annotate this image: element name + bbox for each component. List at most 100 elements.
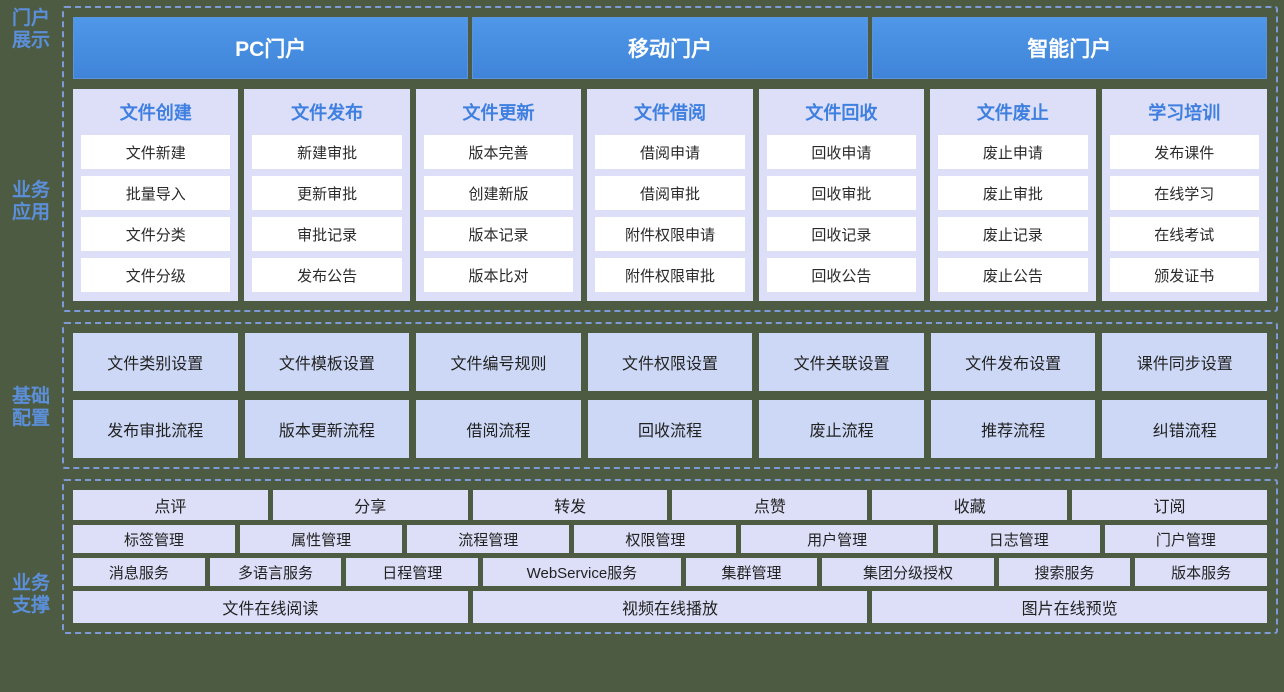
configuration-cell[interactable]: 版本更新流程 [244,400,410,458]
application-item[interactable]: 借阅审批 [595,176,745,210]
application-item[interactable]: 回收审批 [766,176,917,210]
support-cell[interactable]: 日志管理 [937,525,1100,553]
support-cell[interactable]: 消息服务 [73,558,205,586]
configuration-cell[interactable]: 文件编号规则 [416,333,581,391]
application-item[interactable]: 版本记录 [423,217,574,251]
application-item[interactable]: 借阅申请 [595,135,745,169]
support-cell[interactable]: 收藏 [872,490,1068,520]
rail-label-line: 配置 [11,408,50,430]
support-cell[interactable]: 门户管理 [1104,525,1267,553]
rail-label-line: 基础 [11,386,50,407]
configuration-cell[interactable]: 发布审批流程 [73,400,238,458]
section-rail: 门户展示业务应用基础配置业务支撑 [0,0,62,692]
configuration-cell[interactable]: 文件类别设置 [73,333,238,391]
support-cell[interactable]: 图片在线预览 [872,591,1268,623]
band-basic-configuration: 文件类别设置文件模板设置文件编号规则文件权限设置文件关联设置文件发布设置课件同步… [62,322,1278,469]
configuration-cell[interactable]: 借阅流程 [416,400,581,458]
applications-row: 文件创建文件新建批量导入文件分类文件分级文件发布新建审批更新审批审批记录发布公告… [73,89,1267,301]
configuration-cell[interactable]: 课件同步设置 [1102,333,1268,391]
rail-label-business-application: 业务应用 [0,180,62,225]
portal-cell[interactable]: 智能门户 [871,17,1267,79]
portal-cell[interactable]: 移动门户 [472,17,868,79]
application-item[interactable]: 批量导入 [81,176,231,210]
band-business-support: 点评分享转发点赞收藏订阅标签管理属性管理流程管理权限管理用户管理日志管理门户管理… [62,479,1278,634]
application-item[interactable]: 发布课件 [1109,135,1259,169]
configuration-cell[interactable]: 文件模板设置 [244,333,410,391]
rail-label-line: 支撑 [11,595,50,617]
application-item[interactable]: 在线学习 [1109,176,1259,210]
rail-label-portal-display: 门户展示 [0,8,62,53]
application-item[interactable]: 废止公告 [938,258,1088,292]
support-cell[interactable]: 转发 [472,490,668,520]
portal-cell[interactable]: PC门户 [73,17,469,79]
application-item[interactable]: 文件新建 [81,135,231,169]
application-item[interactable]: 更新审批 [252,176,402,210]
application-item[interactable]: 回收记录 [766,217,917,251]
configuration-cell[interactable]: 废止流程 [759,400,924,458]
configuration-grid: 文件类别设置文件模板设置文件编号规则文件权限设置文件关联设置文件发布设置课件同步… [73,333,1268,458]
support-cell[interactable]: 点赞 [672,490,868,520]
support-cell[interactable]: 集群管理 [685,558,818,586]
application-item[interactable]: 在线考试 [1109,217,1259,251]
rail-label-line: 门户 [11,8,50,29]
support-cell[interactable]: 属性管理 [240,525,403,553]
support-cell[interactable]: 集团分级授权 [822,558,994,586]
diagram-bands: PC门户移动门户智能门户 文件创建文件新建批量导入文件分类文件分级文件发布新建审… [62,0,1284,692]
application-item[interactable]: 废止记录 [938,217,1088,251]
support-cell[interactable]: 权限管理 [574,525,737,553]
support-cell[interactable]: 版本服务 [1135,558,1267,586]
application-item[interactable]: 附件权限申请 [595,217,745,251]
rail-label-business-support: 业务支撑 [0,573,62,618]
application-item[interactable]: 回收申请 [766,135,917,169]
application-item[interactable]: 新建审批 [252,135,402,169]
application-column-title: 文件废止 [976,103,1049,123]
rail-label-line: 展示 [11,30,50,52]
support-cell[interactable]: 文件在线阅读 [73,591,468,623]
application-item[interactable]: 废止审批 [938,176,1088,210]
application-item[interactable]: 发布公告 [252,258,402,292]
application-item[interactable]: 回收公告 [766,258,917,292]
configuration-cell[interactable]: 回收流程 [587,400,753,458]
application-column: 文件回收回收申请回收审批回收记录回收公告 [758,89,925,301]
support-cell[interactable]: 流程管理 [407,525,570,553]
support-cell[interactable]: 多语言服务 [209,558,342,586]
support-cell[interactable]: 分享 [272,490,468,520]
support-row-management-modules: 标签管理属性管理流程管理权限管理用户管理日志管理门户管理 [73,525,1267,553]
application-item[interactable]: 颁发证书 [1109,258,1259,292]
application-column-title: 文件借阅 [633,103,706,123]
configuration-cell[interactable]: 文件权限设置 [587,333,753,391]
support-row-social-actions: 点评分享转发点赞收藏订阅 [73,490,1267,520]
rail-label-basic-configuration: 基础配置 [0,386,62,431]
configuration-cell[interactable]: 文件发布设置 [930,333,1096,391]
application-item[interactable]: 版本比对 [423,258,574,292]
application-column-title: 文件创建 [119,103,192,123]
application-item[interactable]: 文件分类 [81,217,231,251]
application-column-title: 学习培训 [1148,103,1221,123]
portal-row: PC门户移动门户智能门户 [73,17,1267,79]
application-column-title: 文件更新 [462,103,535,123]
support-cell[interactable]: 标签管理 [73,525,236,553]
configuration-cell[interactable]: 推荐流程 [930,400,1096,458]
application-item[interactable]: 废止申请 [938,135,1088,169]
rail-label-line: 业务 [11,573,50,594]
support-cell[interactable]: 日程管理 [346,558,479,586]
rail-label-line: 业务 [11,180,50,201]
support-cell[interactable]: 搜索服务 [998,558,1131,586]
application-item[interactable]: 版本完善 [423,135,574,169]
application-item[interactable]: 附件权限审批 [595,258,745,292]
application-item[interactable]: 文件分级 [81,258,231,292]
support-row-preview-services: 文件在线阅读视频在线播放图片在线预览 [73,591,1268,623]
rail-label-line: 应用 [11,202,50,224]
support-cell[interactable]: 订阅 [1072,490,1267,520]
configuration-row: 发布审批流程版本更新流程借阅流程回收流程废止流程推荐流程纠错流程 [73,400,1268,458]
application-item[interactable]: 审批记录 [252,217,402,251]
support-cell[interactable]: WebService服务 [483,558,681,586]
configuration-cell[interactable]: 纠错流程 [1102,400,1268,458]
application-item[interactable]: 创建新版 [423,176,574,210]
application-column-title: 文件回收 [805,103,878,123]
configuration-cell[interactable]: 文件关联设置 [759,333,924,391]
support-cell[interactable]: 用户管理 [741,525,933,553]
support-cell[interactable]: 视频在线播放 [472,591,868,623]
support-cell[interactable]: 点评 [73,490,268,520]
